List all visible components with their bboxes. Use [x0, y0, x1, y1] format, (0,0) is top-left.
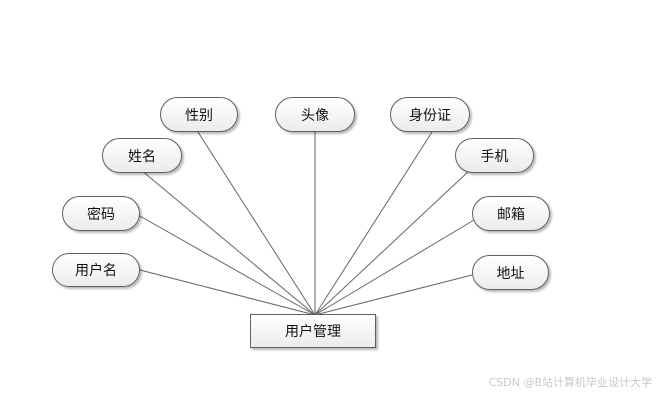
- attribute-password: 密码: [62, 196, 140, 231]
- attribute-id-card: 身份证: [390, 97, 470, 132]
- attribute-email: 邮箱: [472, 196, 550, 231]
- attribute-name: 姓名: [102, 138, 182, 173]
- attribute-phone: 手机: [455, 138, 534, 173]
- connector-address: [314, 274, 473, 316]
- attribute-username: 用户名: [52, 253, 140, 287]
- connector-name: [140, 169, 316, 316]
- connector-password: [137, 214, 316, 316]
- connector-phone: [314, 169, 471, 316]
- attribute-avatar: 头像: [275, 97, 355, 132]
- connector-id-card: [314, 131, 433, 316]
- watermark-text: CSDN @B站计算机毕业设计大学: [488, 376, 652, 389]
- entity-user-management: 用户管理: [250, 314, 376, 348]
- connector-username: [139, 269, 316, 316]
- attribute-gender: 性别: [160, 97, 238, 132]
- connector-email: [314, 219, 475, 316]
- connector-gender: [197, 131, 316, 316]
- attribute-address: 地址: [472, 255, 549, 290]
